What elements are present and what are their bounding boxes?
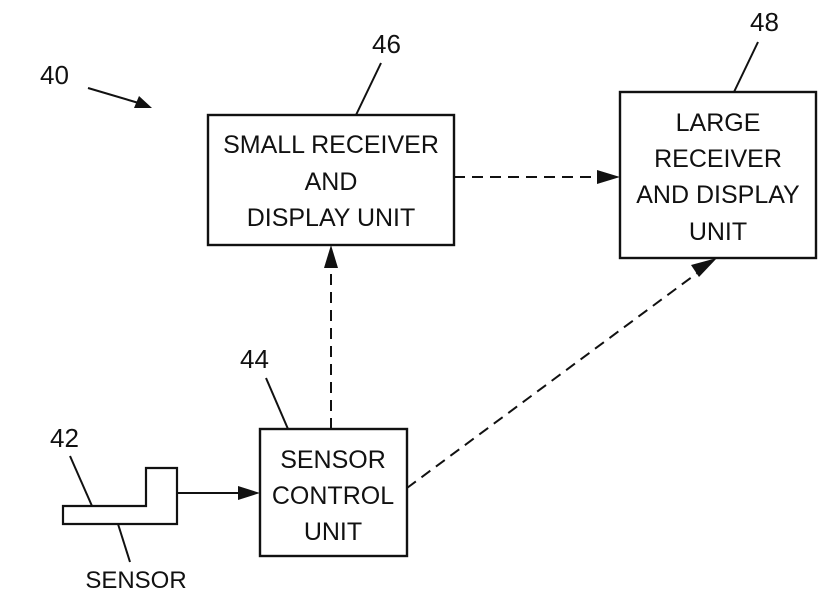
- small-receiver-line-3: DISPLAY UNIT: [247, 204, 416, 232]
- connection-control-to-large-receiver: [407, 258, 717, 488]
- sensor-control-line-2: CONTROL: [272, 482, 394, 510]
- connection-control-to-large-receiver-arrowhead: [691, 258, 717, 277]
- sensor-control-block: SENSOR CONTROL UNIT: [260, 429, 407, 556]
- large-receiver-reference: 48: [750, 7, 779, 37]
- sensor-control-reference: 44: [240, 344, 269, 374]
- small-receiver-line-1: SMALL RECEIVER: [223, 131, 439, 159]
- sensor-reference-leader-line: [70, 456, 92, 506]
- figure-reference-arrow-line: [88, 88, 142, 104]
- large-receiver-leader-line: [734, 42, 758, 92]
- connection-small-to-large-receiver: [454, 170, 620, 184]
- large-receiver-line-2: RECEIVER: [654, 145, 782, 173]
- sensor-shape: [63, 468, 177, 524]
- connection-control-to-large-receiver-line: [407, 271, 700, 488]
- large-receiver-line-1: LARGE: [676, 109, 761, 137]
- connection-sensor-to-control-arrowhead: [238, 486, 260, 500]
- large-receiver-line-3: AND DISPLAY: [636, 181, 800, 209]
- figure-reference-label: 40: [40, 60, 69, 90]
- connection-small-to-large-receiver-arrowhead: [597, 170, 620, 184]
- sensor-control-line-1: SENSOR: [280, 446, 386, 474]
- connection-control-to-small-receiver-arrowhead: [324, 245, 338, 268]
- connection-sensor-to-control: [177, 486, 260, 500]
- sensor-reference: 42: [50, 423, 79, 453]
- sensor-caption: SENSOR: [85, 567, 186, 594]
- small-receiver-leader-line: [356, 63, 381, 115]
- sensor-caption-leader-line: [118, 524, 130, 562]
- small-receiver-block: SMALL RECEIVER AND DISPLAY UNIT: [208, 115, 454, 245]
- large-receiver-block: LARGE RECEIVER AND DISPLAY UNIT: [620, 92, 816, 258]
- small-receiver-reference: 46: [372, 29, 401, 59]
- large-receiver-line-4: UNIT: [689, 218, 747, 246]
- figure-reference-arrowhead: [134, 96, 152, 108]
- connection-control-to-small-receiver: [324, 245, 338, 429]
- sensor-control-leader-line: [266, 378, 288, 429]
- small-receiver-line-2: AND: [305, 168, 358, 196]
- sensor-control-line-3: UNIT: [304, 518, 362, 546]
- sensor-outline: [63, 468, 177, 524]
